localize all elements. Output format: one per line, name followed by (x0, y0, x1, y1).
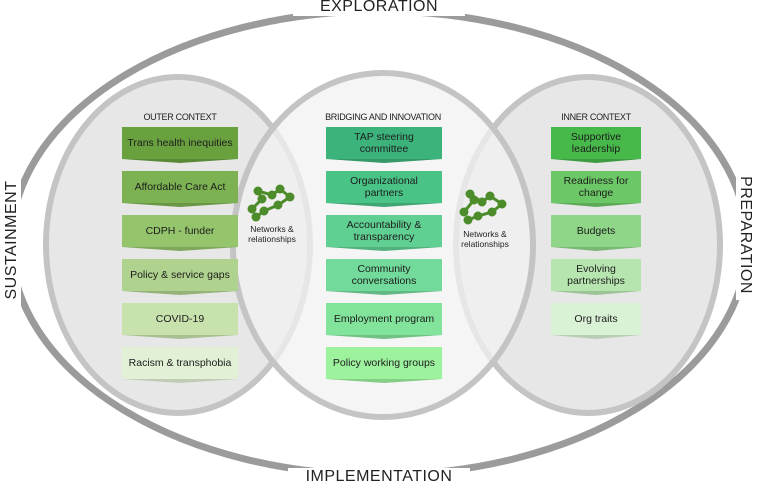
inner-context-item: Supportive leadership (551, 127, 641, 159)
inner-context-item: Org traits (551, 303, 641, 335)
outer-context-item: Racism & transphobia (122, 347, 238, 379)
outer-context-item: Trans health inequities (122, 127, 238, 159)
bridging-item: Community conversations (326, 259, 442, 291)
inner-context-item: Budgets (551, 215, 641, 247)
inner-context-item: Evolving partnerships (551, 259, 641, 291)
connector-label-right: Networks & relationships (461, 229, 509, 249)
inner-context-item: Readiness for change (551, 171, 641, 203)
phase-label-preparation: PREPARATION (736, 170, 754, 300)
bridging-item: TAP steering committee (326, 127, 442, 159)
bridging-item: Policy working groups (326, 347, 442, 379)
bridging-item: Employment program (326, 303, 442, 335)
phase-label-sustainment: SUSTAINMENT (3, 174, 21, 306)
bridging-item: Accountability & transparency (326, 215, 442, 247)
inner-context-title: INNER CONTEXT (561, 112, 631, 122)
phase-label-exploration: EXPLORATION (293, 0, 465, 16)
bridging-item: Organizational partners (326, 171, 442, 203)
outer-context-item: Affordable Care Act (122, 171, 238, 203)
outer-context-item: CDPH - funder (122, 215, 238, 247)
bridging-title: BRIDGING AND INNOVATION (325, 112, 441, 122)
outer-context-item: COVID-19 (122, 303, 238, 335)
phase-label-implementation: IMPLEMENTATION (288, 468, 470, 486)
connector-label-left: Networks & relationships (248, 224, 296, 244)
outer-context-item: Policy & service gaps (122, 259, 238, 291)
outer-context-title: OUTER CONTEXT (143, 112, 217, 122)
network-icon (247, 184, 295, 222)
network-icon (459, 189, 507, 225)
